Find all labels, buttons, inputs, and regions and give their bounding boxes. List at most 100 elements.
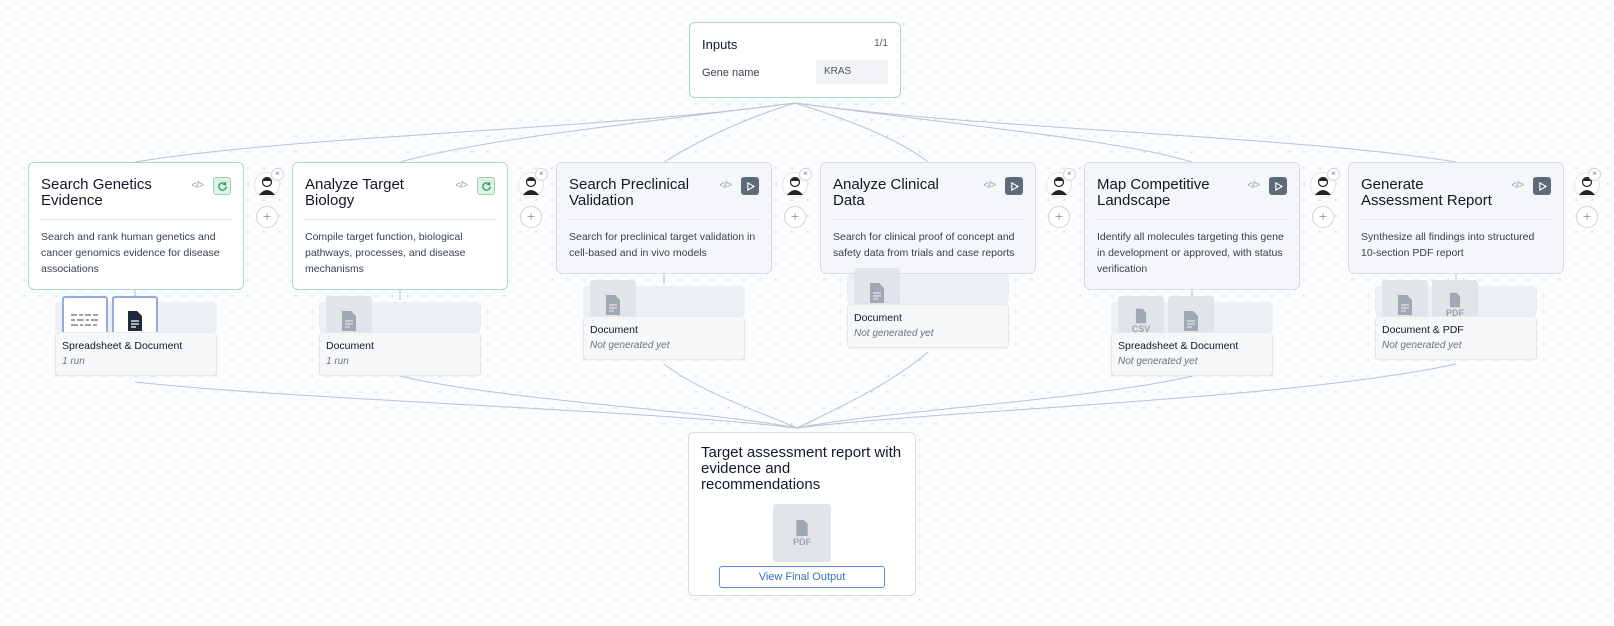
play-icon	[1538, 181, 1547, 191]
output-type: Document & PDF	[1382, 324, 1464, 336]
run-button[interactable]	[1269, 177, 1287, 195]
step-title: Analyze Target Biology	[305, 176, 404, 209]
step-card-map-competitive[interactable]: Map Competitive Landscape </> Identify a…	[1084, 162, 1300, 290]
output-type: Spreadsheet & Document	[62, 340, 183, 352]
remove-assignee-icon[interactable]: ×	[535, 168, 548, 181]
pdf-file-icon	[796, 519, 808, 537]
play-icon	[1010, 181, 1019, 191]
assignee-avatar[interactable]: ×	[782, 168, 812, 198]
document-icon	[870, 283, 884, 303]
code-icon[interactable]: </>	[983, 180, 997, 191]
step-description: Compile target function, biological path…	[305, 231, 466, 275]
output-type: Document	[590, 324, 638, 336]
step-title: Generate Assessment Report	[1361, 176, 1492, 209]
pdf-label: PDF	[1446, 308, 1464, 318]
remove-assignee-icon[interactable]: ×	[1063, 168, 1076, 181]
code-icon[interactable]: </>	[191, 180, 205, 191]
output-status: Not generated yet	[854, 328, 934, 339]
gene-name-input[interactable]: KRAS	[816, 60, 888, 84]
step-description: Synthesize all findings into structured …	[1361, 231, 1535, 259]
spreadsheet-preview-icon	[71, 314, 98, 326]
remove-assignee-icon[interactable]: ×	[271, 168, 284, 181]
step-title: Map Competitive Landscape	[1097, 176, 1210, 209]
remove-assignee-icon[interactable]: ×	[1327, 168, 1340, 181]
csv-label: CSV	[1131, 324, 1151, 334]
step-description: Search for preclinical target validation…	[569, 231, 756, 259]
output-status: 1 run	[62, 356, 85, 367]
add-step-button[interactable]: +	[1048, 206, 1070, 228]
inputs-title: Inputs	[702, 37, 738, 52]
play-icon	[1274, 181, 1283, 191]
assignee-avatar[interactable]: ×	[518, 168, 548, 198]
step-title: Search Genetics Evidence	[41, 176, 152, 209]
add-step-button[interactable]: +	[256, 206, 278, 228]
add-step-button[interactable]: +	[520, 206, 542, 228]
document-icon	[1184, 311, 1198, 331]
code-icon[interactable]: </>	[719, 180, 733, 191]
divider	[569, 219, 759, 220]
refresh-icon	[217, 181, 227, 191]
inputs-card[interactable]: Inputs 1/1 Gene name KRAS	[689, 22, 901, 98]
output-status: Not generated yet	[1118, 356, 1198, 367]
assignee-avatar[interactable]: ×	[254, 168, 284, 198]
output-card[interactable]: Document Not generated yet	[583, 316, 745, 360]
assignee-avatar[interactable]: ×	[1310, 168, 1340, 198]
output-status: Not generated yet	[590, 340, 670, 351]
run-button[interactable]	[741, 177, 759, 195]
remove-assignee-icon[interactable]: ×	[799, 168, 812, 181]
assignee-avatar[interactable]: ×	[1574, 168, 1601, 198]
step-description: Search and rank human genetics and cance…	[41, 231, 220, 275]
final-output-title: Target assessment report with evidence a…	[701, 444, 902, 493]
refresh-button[interactable]	[213, 177, 231, 195]
user-avatar-icon	[787, 176, 803, 195]
add-step-button[interactable]: +	[1312, 206, 1334, 228]
output-status: Not generated yet	[1382, 340, 1462, 351]
final-output-card[interactable]: Target assessment report with evidence a…	[688, 432, 916, 596]
output-card[interactable]: Document Not generated yet	[847, 304, 1009, 348]
add-step-button[interactable]: +	[1576, 206, 1598, 228]
document-icon	[342, 311, 356, 331]
run-button[interactable]	[1005, 177, 1023, 195]
divider	[41, 219, 231, 220]
code-icon[interactable]: </>	[1247, 180, 1261, 191]
final-pdf-label: PDF	[793, 537, 811, 547]
output-card[interactable]: Spreadsheet & Document Not generated yet	[1111, 332, 1273, 376]
output-type: Spreadsheet & Document	[1118, 340, 1239, 352]
step-card-search-preclinical[interactable]: Search Preclinical Validation </> Search…	[556, 162, 772, 274]
user-avatar-icon	[523, 176, 539, 195]
divider	[1097, 219, 1287, 220]
step-title: Search Preclinical Validation	[569, 176, 690, 209]
step-card-analyze-target[interactable]: Analyze Target Biology </> Compile targe…	[292, 162, 508, 290]
assignee-avatar[interactable]: ×	[1046, 168, 1076, 198]
step-card-analyze-clinical[interactable]: Analyze Clinical Data </> Search for cli…	[820, 162, 1036, 274]
refresh-icon	[481, 181, 491, 191]
add-step-button[interactable]: +	[784, 206, 806, 228]
document-icon	[1398, 295, 1412, 315]
run-button[interactable]	[1533, 177, 1551, 195]
csv-file-icon	[1135, 308, 1147, 324]
code-icon[interactable]: </>	[1511, 180, 1525, 191]
output-card[interactable]: Document & PDF Not generated yet	[1375, 316, 1537, 360]
refresh-button[interactable]	[477, 177, 495, 195]
output-card[interactable]: Spreadsheet & Document 1 run	[55, 332, 217, 376]
play-icon	[746, 181, 755, 191]
code-icon[interactable]: </>	[455, 180, 469, 191]
output-type: Document	[326, 340, 374, 352]
final-pdf-thumbnail[interactable]: PDF	[773, 504, 831, 562]
step-title: Analyze Clinical Data	[833, 176, 939, 209]
document-icon	[128, 311, 142, 331]
output-card[interactable]: Document 1 run	[319, 332, 481, 376]
divider	[305, 219, 495, 220]
view-final-output-button[interactable]: View Final Output	[719, 566, 885, 588]
user-avatar-icon	[1579, 176, 1595, 195]
divider	[1361, 219, 1551, 220]
user-avatar-icon	[1315, 176, 1331, 195]
user-avatar-icon	[1051, 176, 1067, 195]
gene-name-label: Gene name	[702, 67, 760, 79]
step-card-search-genetics[interactable]: Search Genetics Evidence </> Search and …	[28, 162, 244, 290]
step-description: Identify all molecules targeting this ge…	[1097, 231, 1284, 275]
pdf-file-icon	[1449, 292, 1461, 308]
remove-assignee-icon[interactable]: ×	[1588, 168, 1601, 181]
step-card-generate-report[interactable]: Generate Assessment Report </> Synthesiz…	[1348, 162, 1564, 274]
